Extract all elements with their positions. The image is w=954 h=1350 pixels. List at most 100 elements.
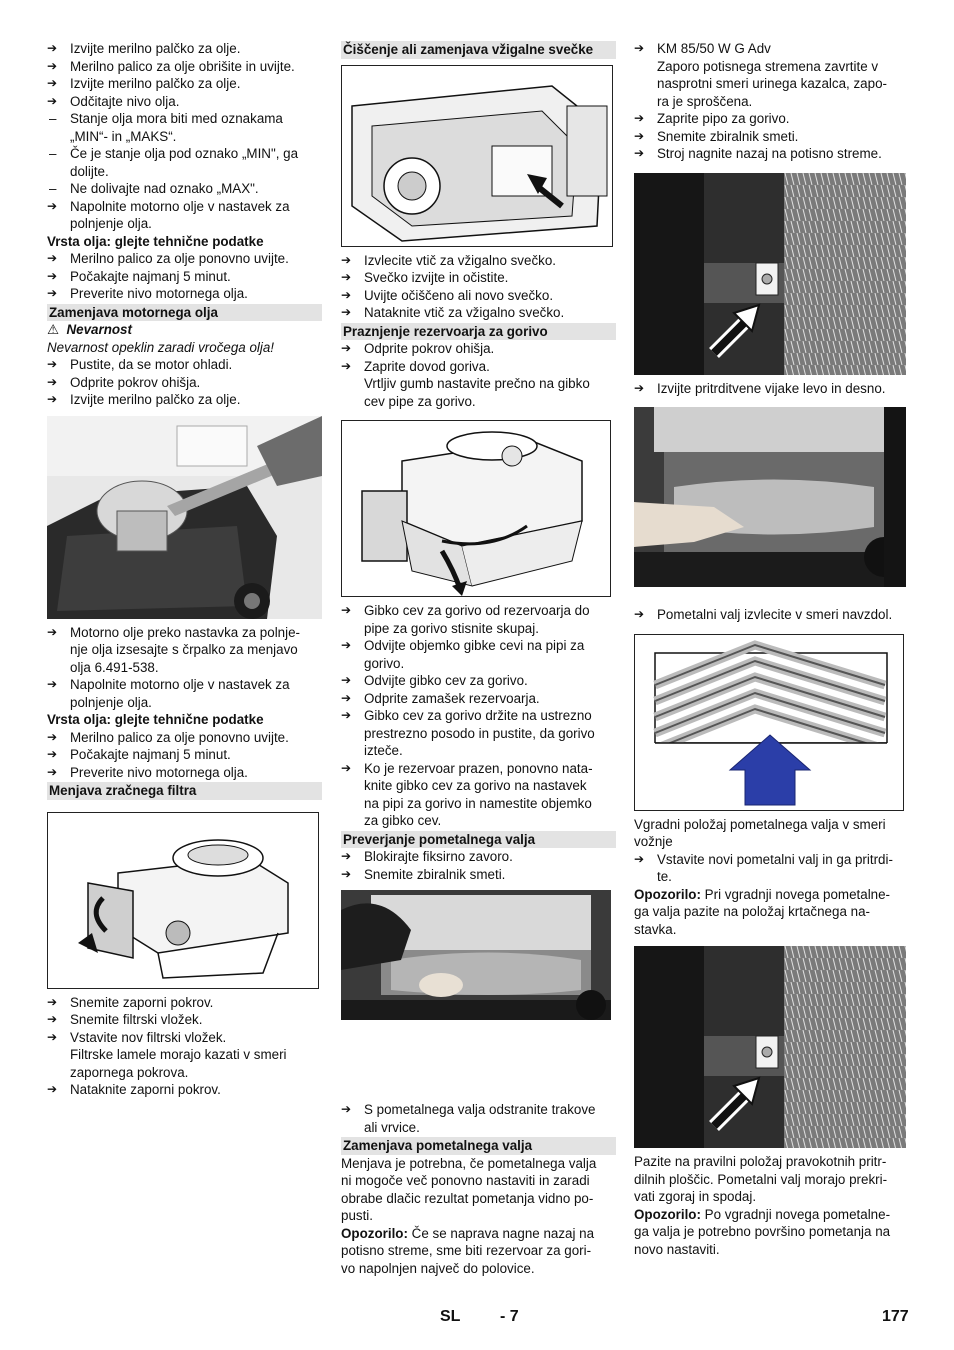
step: Svečko izvijte in očistite.: [341, 269, 616, 287]
step-cont: Zaporo potisnega stremena zavrtite v: [657, 58, 879, 74]
step-cont: Filtrske lamele morajo kazati v smeri: [70, 1047, 287, 1062]
section-heading: Zamenjava pometalnega valja: [341, 1137, 616, 1155]
oil-type-label: Vrsta olja: glejte tehnične podatke: [47, 712, 264, 727]
step-cont: Vrtljiv gumb nastavite prečno na gibko: [364, 376, 590, 391]
note-line: Opozorilo: Po vgradnji novega pometalne-: [634, 1206, 906, 1224]
note-text: Po vgradnji novega pometalne-: [700, 1206, 891, 1222]
dash-item: Stanje olja mora biti med oznakama: [47, 110, 322, 128]
paragraph-line: Pazite na pravilni položaj pravokotnih p…: [634, 1154, 887, 1169]
fastening-screw-photo: [634, 172, 906, 375]
dash-item: Če je stanje olja pod oznako „MIN", ga: [47, 145, 322, 163]
note-label: Opozorilo:: [634, 1206, 701, 1222]
footer-language: SL: [440, 1308, 461, 1325]
step-cont: te.: [657, 869, 672, 884]
dash-item-cont: „MIN“- in „MAKS“.: [70, 128, 177, 144]
warning-text: Nevarnost opeklin zaradi vročega olja!: [47, 339, 275, 355]
step: Gibko cev za gorivo od rezervoarja do: [341, 602, 616, 620]
step: Nataknite zaporni pokrov.: [47, 1081, 322, 1099]
step: Nataknite vtič za vžigalno svečko.: [341, 304, 616, 322]
step: Ko je rezervoar prazen, ponovno nata-: [341, 760, 616, 778]
step: Izvijte merilno palčko za olje.: [47, 391, 322, 409]
step: Napolnite motorno olje v nastavek za: [47, 198, 322, 216]
roller-removal-photo: [634, 407, 906, 587]
step: Izvijte pritrditvene vijake levo in desn…: [634, 380, 906, 398]
spark-plug-figure: [341, 64, 613, 247]
step: Počakajte najmanj 5 minut.: [47, 746, 322, 764]
step: Stroj nagnite nazaj na potisno streme.: [634, 145, 906, 163]
paragraph-line: vati zgoraj in spodaj.: [634, 1189, 757, 1204]
step: Snemite filtrski vložek.: [47, 1011, 322, 1029]
column-2: Čiščenje ali zamenjava vžigalne svečke I…: [341, 40, 616, 1277]
step: Merilno palico za olje obrišite in uvijt…: [47, 58, 322, 76]
step: Odvijte gibko cev za gorivo.: [341, 672, 616, 690]
caption-line: vožnje: [634, 834, 673, 849]
note-line: stavka.: [634, 921, 677, 937]
step-cont: pipe za gorivo stisnite skupaj.: [364, 620, 539, 636]
step-cont: izteče.: [364, 743, 403, 758]
step: Zaprite pipo za gorivo.: [634, 110, 906, 128]
step: Izvlecite vtič za vžigalno svečko.: [341, 252, 616, 270]
step: Vstavite novi pometalni valj in ga pritr…: [634, 851, 906, 869]
step: Motorno olje preko nastavka za polnje-: [47, 624, 322, 642]
section-heading: Čiščenje ali zamenjava vžigalne svečke: [341, 41, 616, 59]
step: Zaprite dovod goriva.: [341, 358, 616, 376]
note-line: potisno streme, sme biti rezervoar za go…: [341, 1243, 592, 1258]
step: Pustite, da se motor ohladi.: [47, 356, 322, 374]
step: Odprite pokrov ohišja.: [341, 340, 616, 358]
oil-pump-photo: [47, 415, 322, 619]
step-cont: knite gibko cev za gorivo na nastavek: [364, 778, 587, 793]
mounting-plate-photo: [634, 946, 906, 1148]
note-line: ga valja pazite na položaj krtačnega na-: [634, 904, 870, 919]
step: Pometalni valj izvlecite v smeri navzdol…: [634, 606, 906, 624]
warning-heading: ⚠ Nevarnost: [47, 321, 322, 339]
step: KM 85/50 W G Adv: [634, 40, 906, 58]
step-cont: za gibko cev.: [364, 813, 442, 828]
air-filter-figure: [47, 811, 319, 989]
step-cont: polnjenje olja.: [70, 216, 152, 231]
step: Blokirajte fiksirno zavoro.: [341, 848, 616, 866]
step-cont: ra je sproščena.: [657, 93, 753, 109]
step-cont: ali vrvice.: [364, 1119, 420, 1135]
step: Odčitajte nivo olja.: [47, 93, 322, 111]
note-label: Opozorilo:: [634, 886, 701, 902]
step-cont: na pipi za gorivo in namestite objemko: [364, 795, 592, 811]
dash-item: Ne dolivajte nad oznako „MAX".: [47, 180, 322, 198]
spacer: [634, 592, 906, 606]
step: S pometalnega valja odstranite trakove: [341, 1101, 616, 1119]
step: Napolnite motorno olje v nastavek za: [47, 676, 322, 694]
section-heading: Zamenjava motornega olja: [47, 303, 322, 321]
step: Izvijte merilno palčko za olje.: [47, 40, 322, 58]
step-cont: zapornega pokrova.: [70, 1064, 189, 1080]
step-cont: olja 6.491-538.: [70, 659, 159, 675]
step-cont: nje olja izsesajte s črpalko za menjavo: [70, 642, 298, 657]
step-cont: polnjenje olja.: [70, 694, 152, 710]
paragraph-line: Menjava je potrebna, če pometalnega valj…: [341, 1155, 597, 1171]
step-cont: nasprotni smeri urinega kazalca, zapo-: [657, 76, 887, 91]
step: Preverite nivo motornega olja.: [47, 285, 322, 303]
caption-line: Vgradni položaj pometalnega valja v smer…: [634, 816, 886, 832]
step: Merilno palico za olje ponovno uvijte.: [47, 250, 322, 268]
step: Uvijte očiščeno ali novo svečko.: [341, 287, 616, 305]
section-heading: Menjava zračnega filtra: [47, 782, 322, 800]
step: Gibko cev za gorivo držite na ustrezno: [341, 707, 616, 725]
step: Počakajte najmanj 5 minut.: [47, 268, 322, 286]
note-line: Opozorilo: Pri vgradnji novega pometalne…: [634, 886, 906, 904]
note-text: Pri vgradnji novega pometalne-: [700, 886, 891, 902]
step: Vstavite nov filtrski vložek.: [47, 1029, 322, 1047]
step: Snemite zbiralnik smeti.: [634, 128, 906, 146]
step: Odvijte objemko gibke cevi na pipi za: [341, 637, 616, 655]
column-1: Izvijte merilno palčko za olje. Merilno …: [47, 40, 322, 1099]
step-cont: gorivo.: [364, 655, 405, 671]
note-line: vo napolnjen največ do polovice.: [341, 1260, 535, 1276]
note-text: Če se naprava nagne nazaj na: [407, 1225, 595, 1241]
step: Preverite nivo motornega olja.: [47, 764, 322, 782]
note-line: novo nastaviti.: [634, 1241, 720, 1257]
step-cont: cev pipe za gorivo.: [364, 393, 476, 409]
paragraph-line: ni mogoče več ponovno nastaviti in zarad…: [341, 1173, 590, 1188]
paragraph-line: obrabe dlačic rezultat pometanja vidno p…: [341, 1190, 594, 1206]
footer-section: - 7: [500, 1308, 519, 1325]
dash-item-cont: dolijte.: [70, 163, 109, 179]
note-line: Opozorilo: Če se naprava nagne nazaj na: [341, 1225, 616, 1243]
section-heading: Praznjenje rezervoarja za gorivo: [341, 322, 616, 340]
step: Izvijte merilno palčko za olje.: [47, 75, 322, 93]
